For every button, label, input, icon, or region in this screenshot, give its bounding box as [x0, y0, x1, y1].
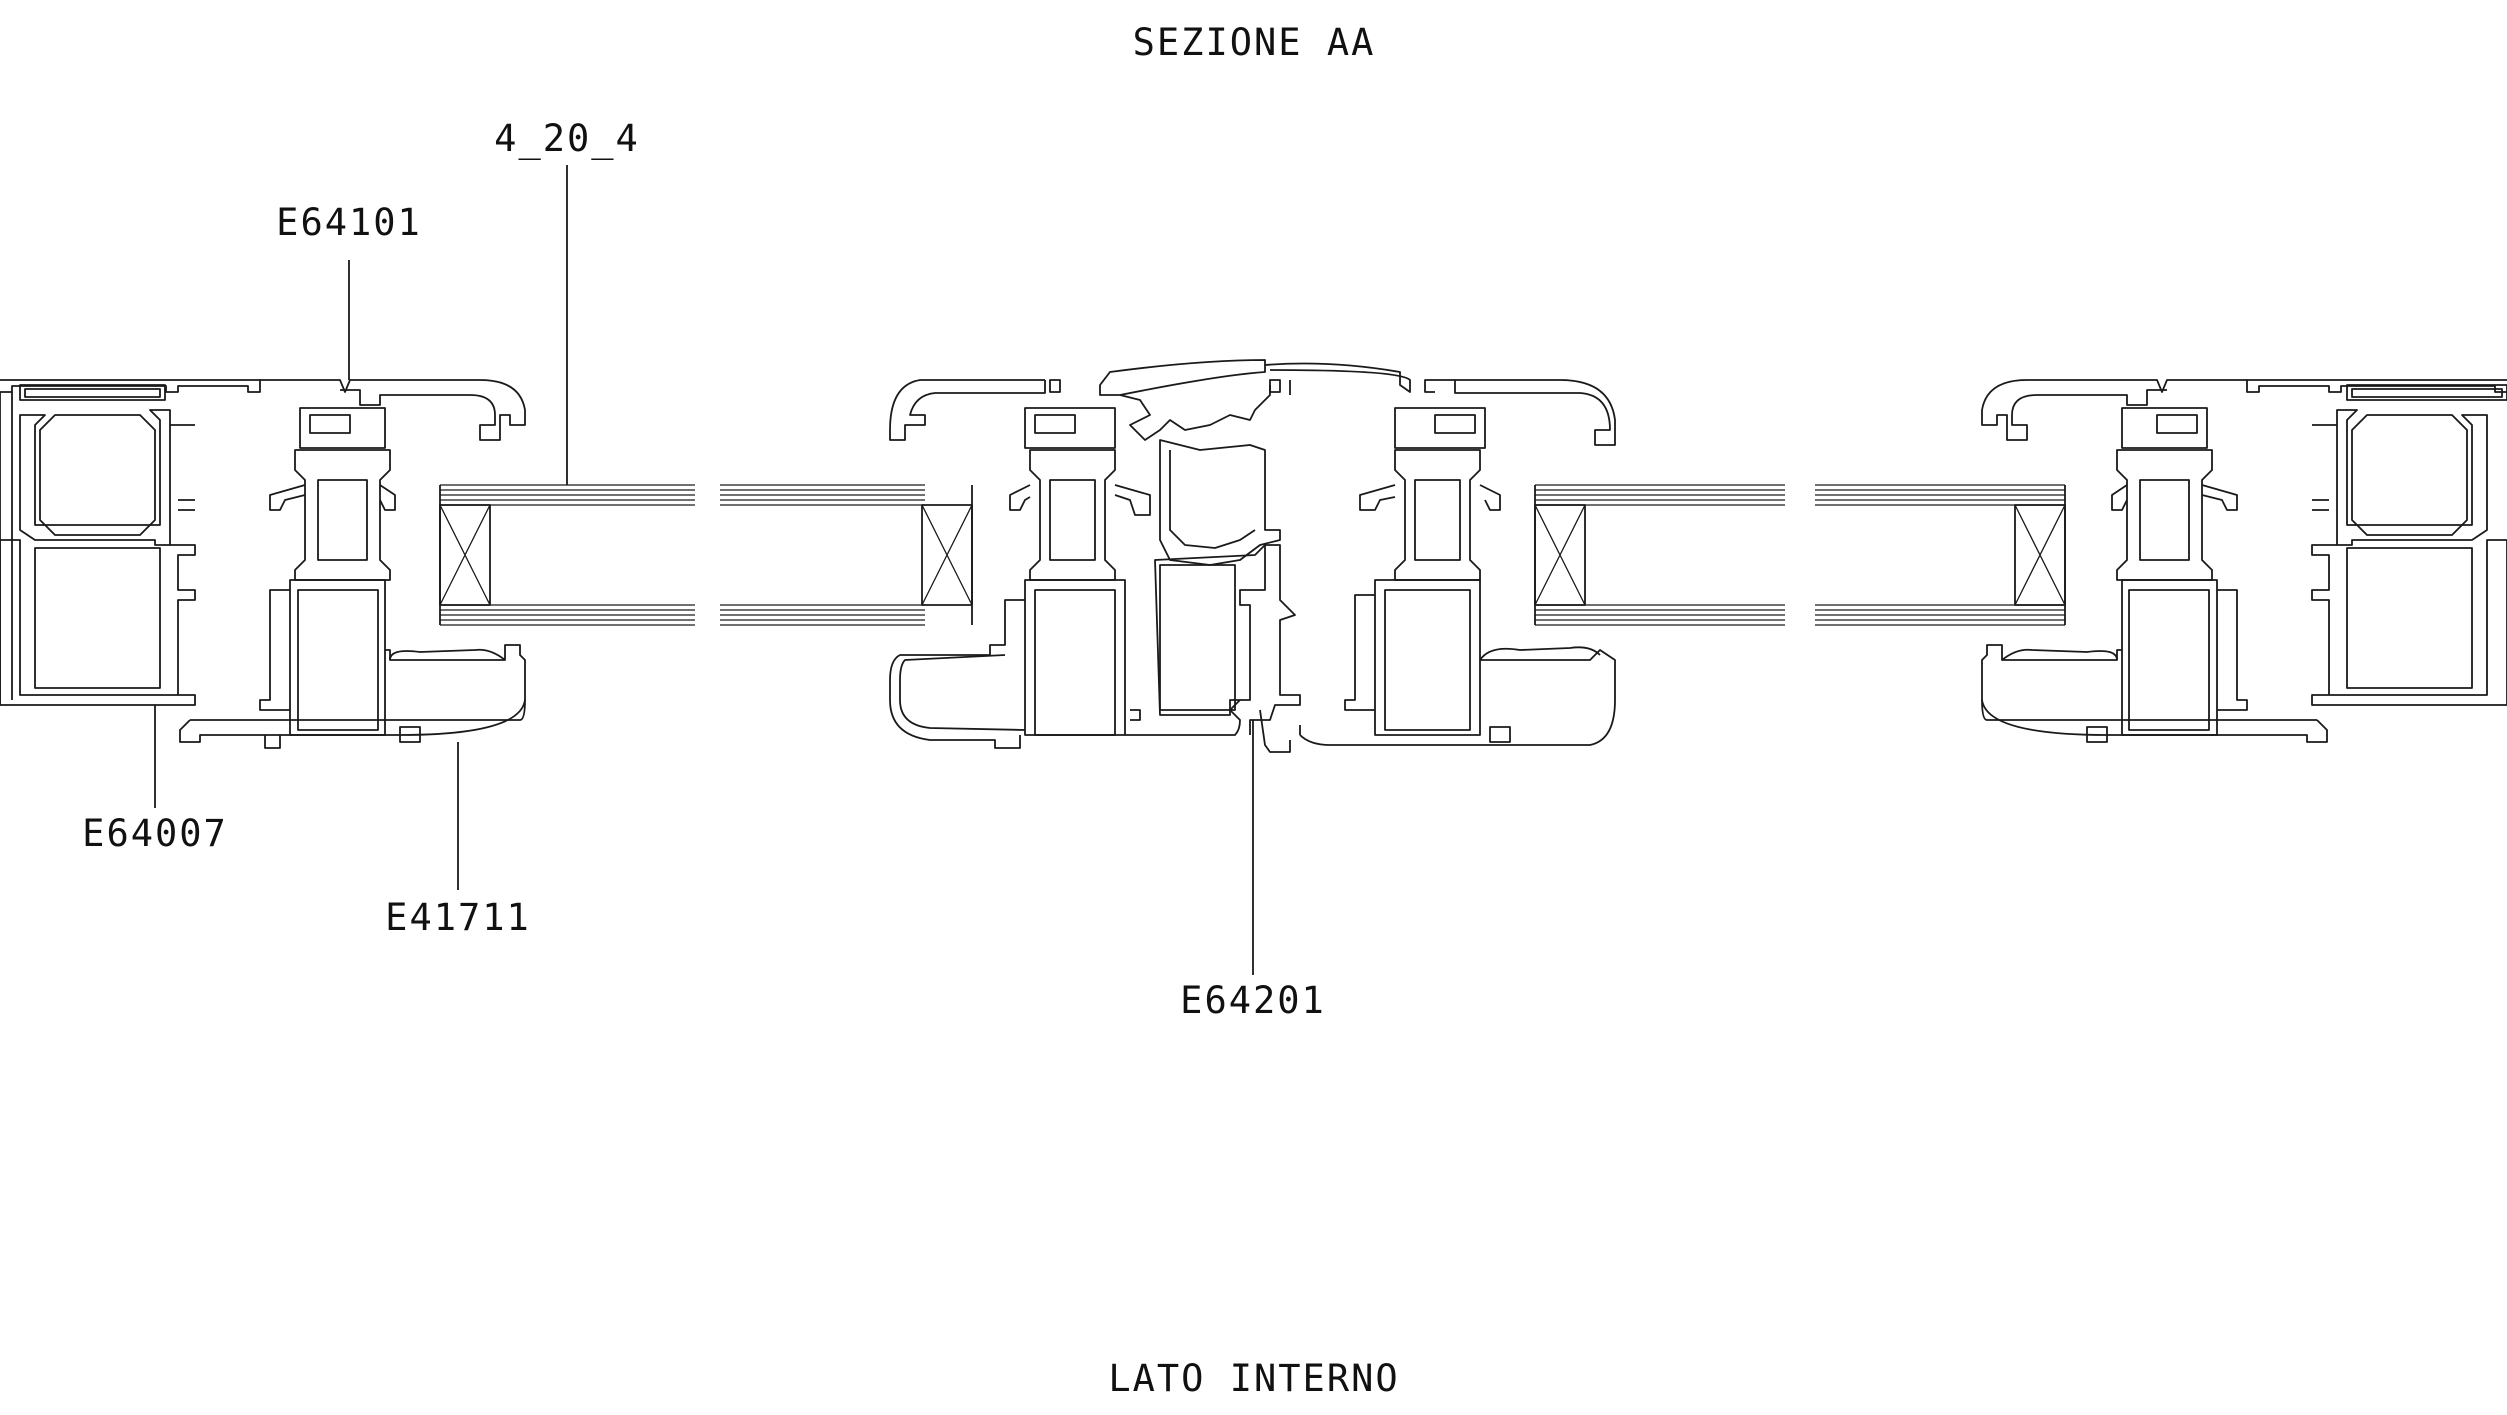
right-frame-profile	[2246, 379, 2507, 706]
center-mullion-profile	[889, 359, 1411, 753]
left-sash-profile	[179, 379, 526, 749]
right-glazing-unit	[1534, 484, 1785, 626]
left-frame-profile	[0, 379, 261, 706]
glazing-break-right	[1815, 484, 2066, 626]
glazing-break-left	[720, 484, 973, 626]
drawing-title: SEZIONE AA	[1132, 21, 1376, 64]
callout-glazing: 4_20_4	[494, 117, 640, 160]
drawing-footer: LATO INTERNO	[1108, 1357, 1400, 1400]
callout-sash: E41711	[385, 896, 531, 939]
callout-frame: E64007	[82, 812, 228, 855]
right-sash-profile	[1981, 379, 2328, 743]
right-center-sash-profile	[1299, 379, 1616, 746]
callout-mullion: E64201	[1180, 979, 1326, 1022]
left-glazing-unit	[439, 484, 695, 626]
callout-bead-top: E64101	[276, 201, 422, 244]
